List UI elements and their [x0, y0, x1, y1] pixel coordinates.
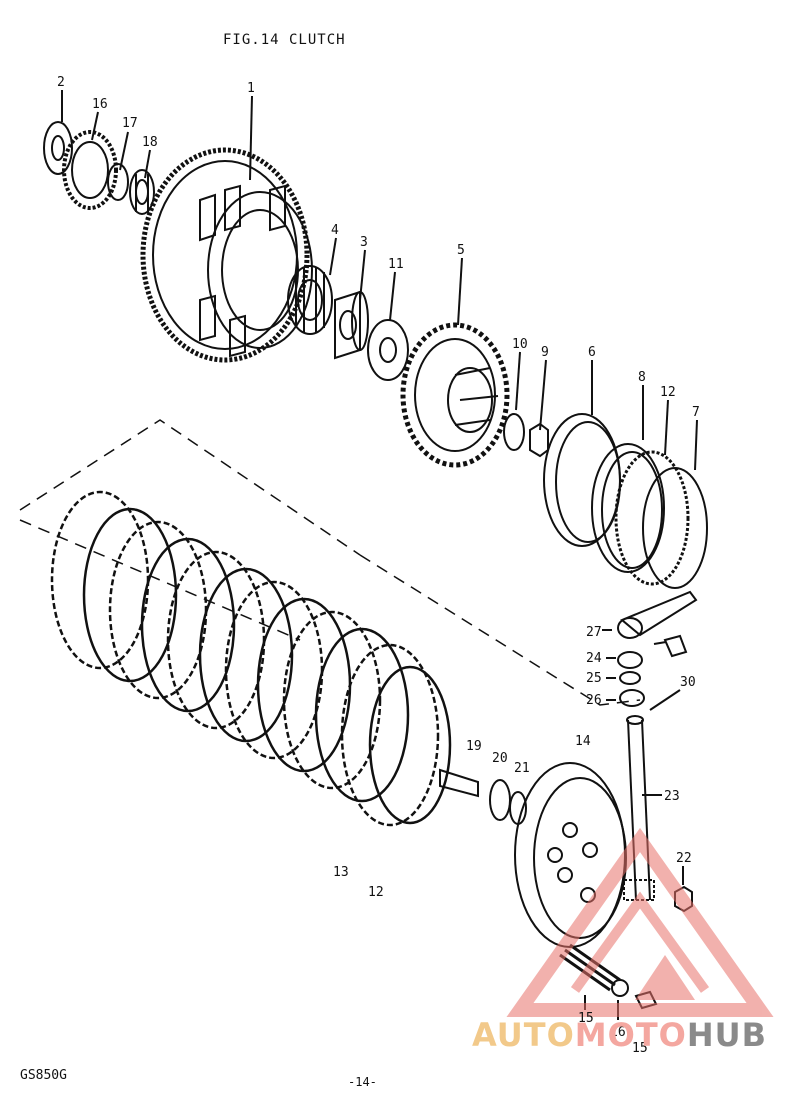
callout-17: 16 [610, 1025, 626, 1040]
callout-18: 16 [92, 97, 108, 112]
callout-20: 18 [142, 135, 158, 150]
callout-1: 1 [247, 81, 255, 96]
callout-10: 10 [512, 337, 528, 352]
callout-2: 2 [57, 75, 65, 90]
callout-30: 30 [680, 675, 696, 690]
callout-27: 25 [586, 671, 602, 686]
model-code: GS850G [20, 1068, 67, 1083]
callout-19: 17 [122, 116, 138, 131]
callout-8: 8 [638, 370, 646, 385]
callout-13-top: 12 [660, 385, 676, 400]
callout-3: 3 [360, 235, 368, 250]
callout-4: 4 [331, 223, 339, 238]
watermark-moto: MOTO [574, 1016, 687, 1054]
callout-16: 15 [632, 1041, 648, 1056]
callout-22: 20 [492, 751, 508, 766]
figure-title: FIG.14 CLUTCH [223, 32, 346, 48]
callout-21: 19 [466, 739, 482, 754]
watermark-auto: AUTO [472, 1016, 575, 1054]
callout-29: 27 [586, 625, 602, 640]
callout-28: 26 [586, 693, 602, 708]
watermark-hub: HUB [686, 1016, 768, 1054]
callout-23: 21 [514, 761, 530, 776]
callout-6: 6 [588, 345, 596, 360]
callout-13-bottom: 13 [333, 865, 349, 880]
callout-12: 12 [368, 885, 384, 900]
callout-14: 14 [575, 734, 591, 749]
callout-25: 23 [664, 789, 680, 804]
callout-11: 11 [388, 257, 404, 272]
callout-15: 15 [578, 1011, 594, 1026]
callout-5: 5 [457, 243, 465, 258]
callout-7: 7 [692, 405, 700, 420]
callout-9: 9 [541, 345, 549, 360]
page-number: -14- [348, 1075, 377, 1089]
callout-24: 22 [676, 851, 692, 866]
watermark-logo-icon [506, 827, 774, 1017]
callout-26: 24 [586, 651, 602, 666]
watermark-text: AUTOMOTOHUB [472, 1016, 767, 1054]
